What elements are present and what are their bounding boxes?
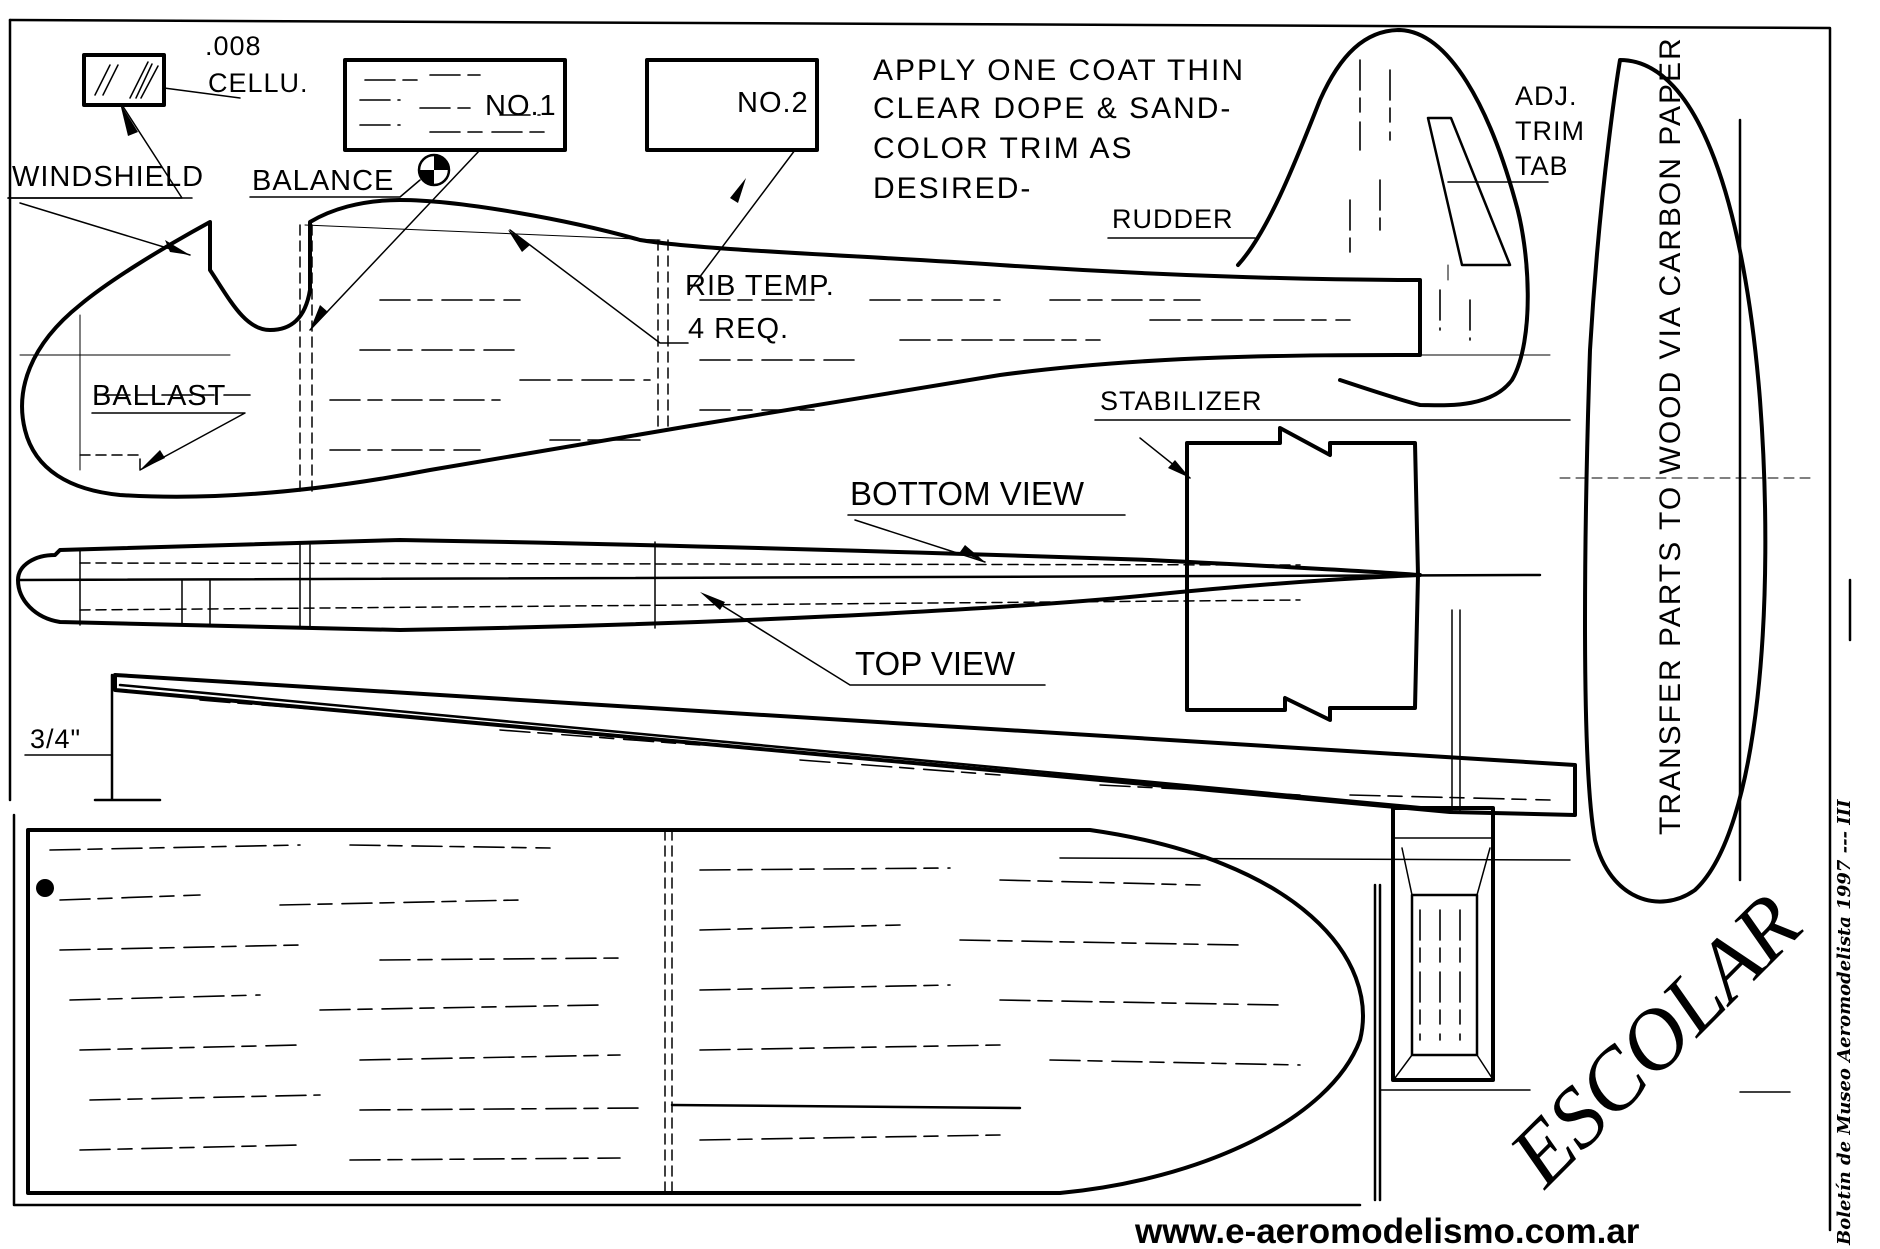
stabilizer-leader [1094, 419, 1571, 479]
rib-no2-label: NO.2 [737, 87, 809, 119]
windshield-label: WINDSHIELD [12, 161, 204, 193]
ballast-leader [91, 412, 246, 471]
transfer-note: TRANSFER PARTS TO WOOD VIA CARBON PAPER [1654, 36, 1687, 835]
stabilizer-label: STABILIZER [1100, 386, 1263, 416]
publication-credit: Boletín de Museo Aeromodelista 1997 --- … [1834, 799, 1855, 1246]
rib-template-no2: NO.2 [645, 58, 819, 291]
rudder-label: RUDDER [1112, 204, 1234, 234]
top-view-label: TOP VIEW [855, 645, 1016, 682]
finish-note-line-2: CLEAR DOPE & SAND- [873, 92, 1232, 125]
wing-mount-block [1059, 806, 1571, 1202]
rib-template-no1: NO.1 [309, 58, 567, 331]
bottom-view-leader [847, 514, 1126, 563]
windshield-leader [7, 197, 193, 256]
rudder-part [1236, 28, 1530, 408]
finish-note-line-3: COLOR TRIM AS [873, 132, 1134, 165]
balance-leader [249, 179, 421, 198]
cellu-thickness-label: .008 [205, 31, 262, 61]
stabilizer-part [1185, 426, 1420, 722]
wing-panel [26, 828, 1365, 1195]
adj-label: ADJ. [1515, 81, 1578, 111]
balance-point-icon [417, 153, 451, 187]
bottom-view-label: BOTTOM VIEW [850, 475, 1085, 512]
cellu-label: CELLU. [208, 68, 309, 98]
sheet-frame [8, 18, 1832, 1232]
ballast-label: BALLAST [92, 380, 226, 412]
rib-qty-label: 4 REQ. [688, 313, 789, 345]
website-url: www.e-aeromodelismo.com.ar [1134, 1212, 1640, 1249]
trim-label: TRIM [1515, 116, 1585, 146]
tab-label: TAB [1515, 151, 1569, 181]
top-view-leader [709, 597, 1046, 686]
rib-temp-leader [509, 229, 689, 344]
finish-note-line-1: APPLY ONE COAT THIN [873, 54, 1245, 87]
rib-no1-label: NO.1 [485, 90, 557, 122]
model-title: ESCOLAR [1489, 875, 1818, 1204]
wing-side-view [93, 609, 1577, 817]
wing-mark-dot [36, 879, 54, 897]
finish-note: APPLY ONE COAT THIN CLEAR DOPE & SAND- C… [873, 54, 1245, 205]
dimension-label: 3/4" [30, 724, 81, 754]
fuselage-side-view [19, 198, 1551, 499]
rib-temp-label: RIB TEMP. [685, 270, 835, 302]
finish-note-line-4: DESIRED- [873, 172, 1032, 205]
stabilizer-oval-part [1559, 58, 1816, 904]
fuselage-top-bottom-view [16, 538, 1542, 632]
balance-label: BALANCE [252, 165, 394, 197]
